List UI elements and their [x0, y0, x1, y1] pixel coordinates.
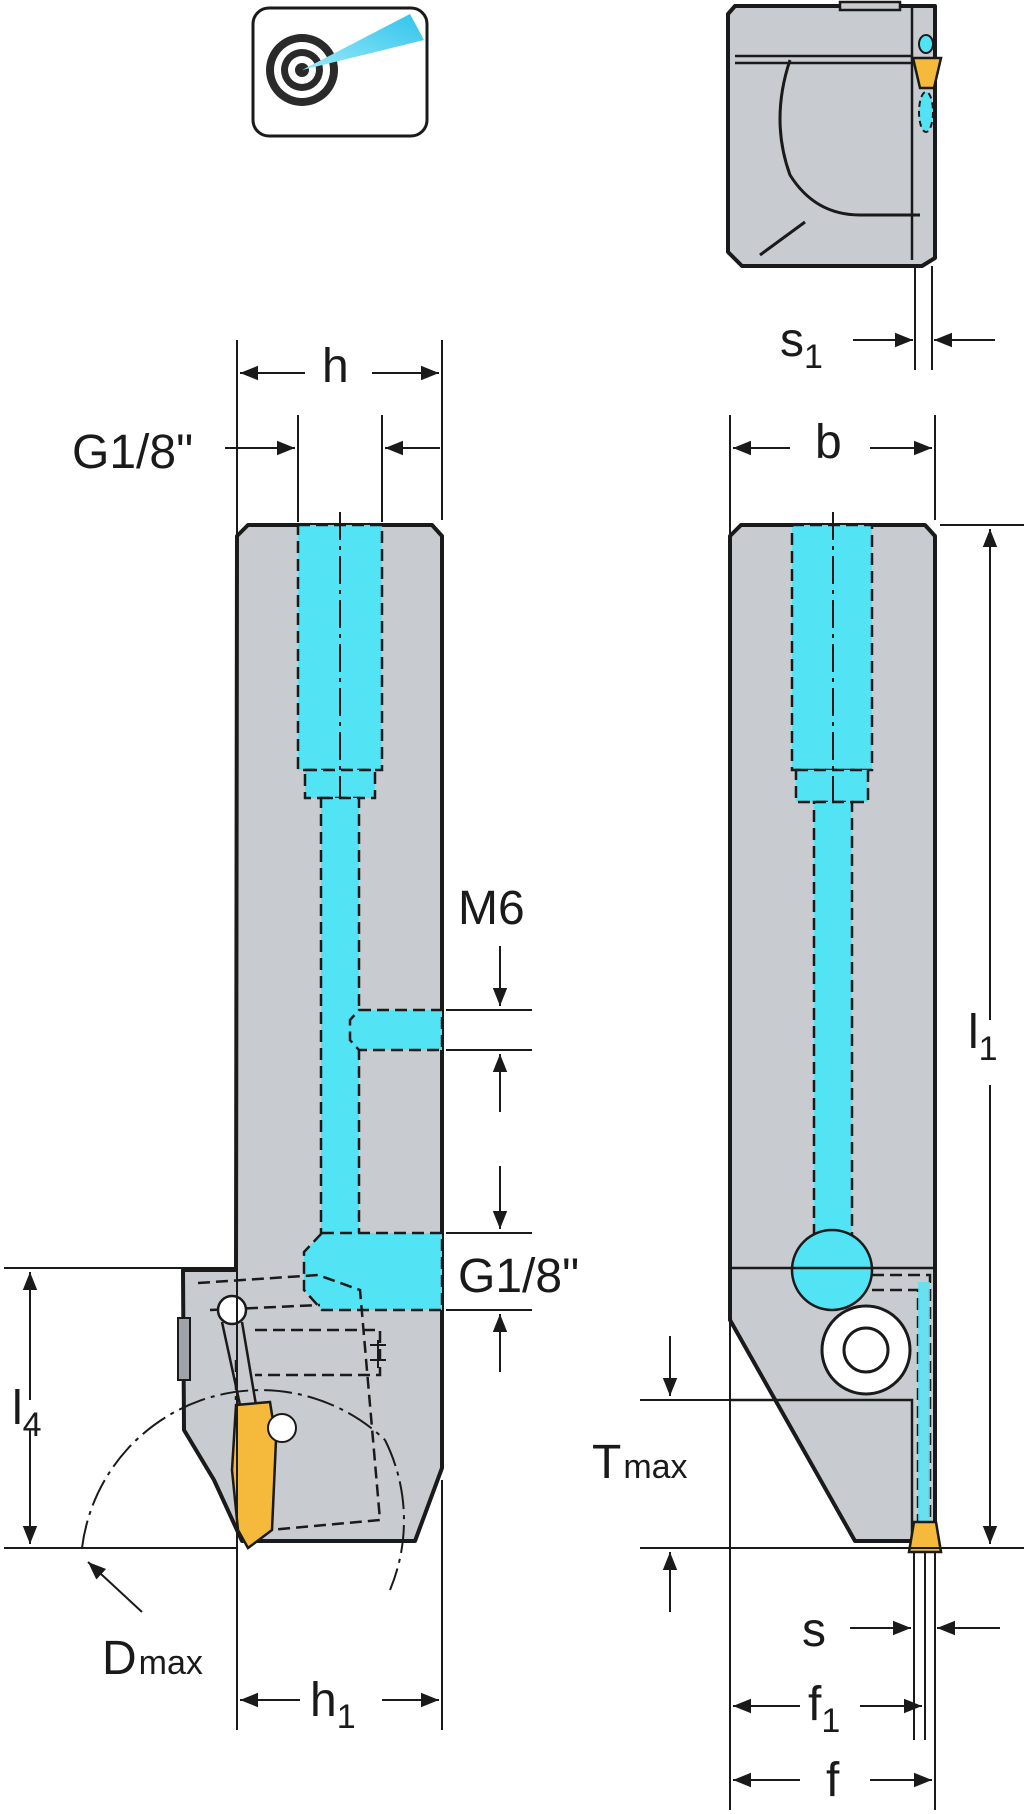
end-view [726, 0, 995, 370]
front-view [640, 415, 1024, 1810]
dim-label-l1: l1 [968, 1006, 998, 1068]
dim-label-h1: h1 [310, 1674, 356, 1736]
dim-label-g18-mid: G1/8" [458, 1250, 579, 1303]
dim-label-m6: M6 [458, 882, 525, 935]
dim-label-f1: f1 [808, 1678, 840, 1740]
dim-label-s1: s1 [780, 314, 823, 376]
dim-label-dmax: Dmax [102, 1632, 203, 1685]
dim-label-s: s [802, 1604, 826, 1657]
dim-label-h: h [322, 340, 349, 393]
dim-label-b: b [815, 416, 842, 469]
dim-label-l4: l4 [12, 1382, 42, 1444]
dim-label-tmax: Tmax [592, 1436, 688, 1489]
internal-coolant-icon [251, 6, 429, 138]
side-view [4, 340, 532, 1730]
dim-label-f: f [826, 1754, 840, 1807]
dim-label-g18-top: G1/8" [72, 426, 193, 479]
